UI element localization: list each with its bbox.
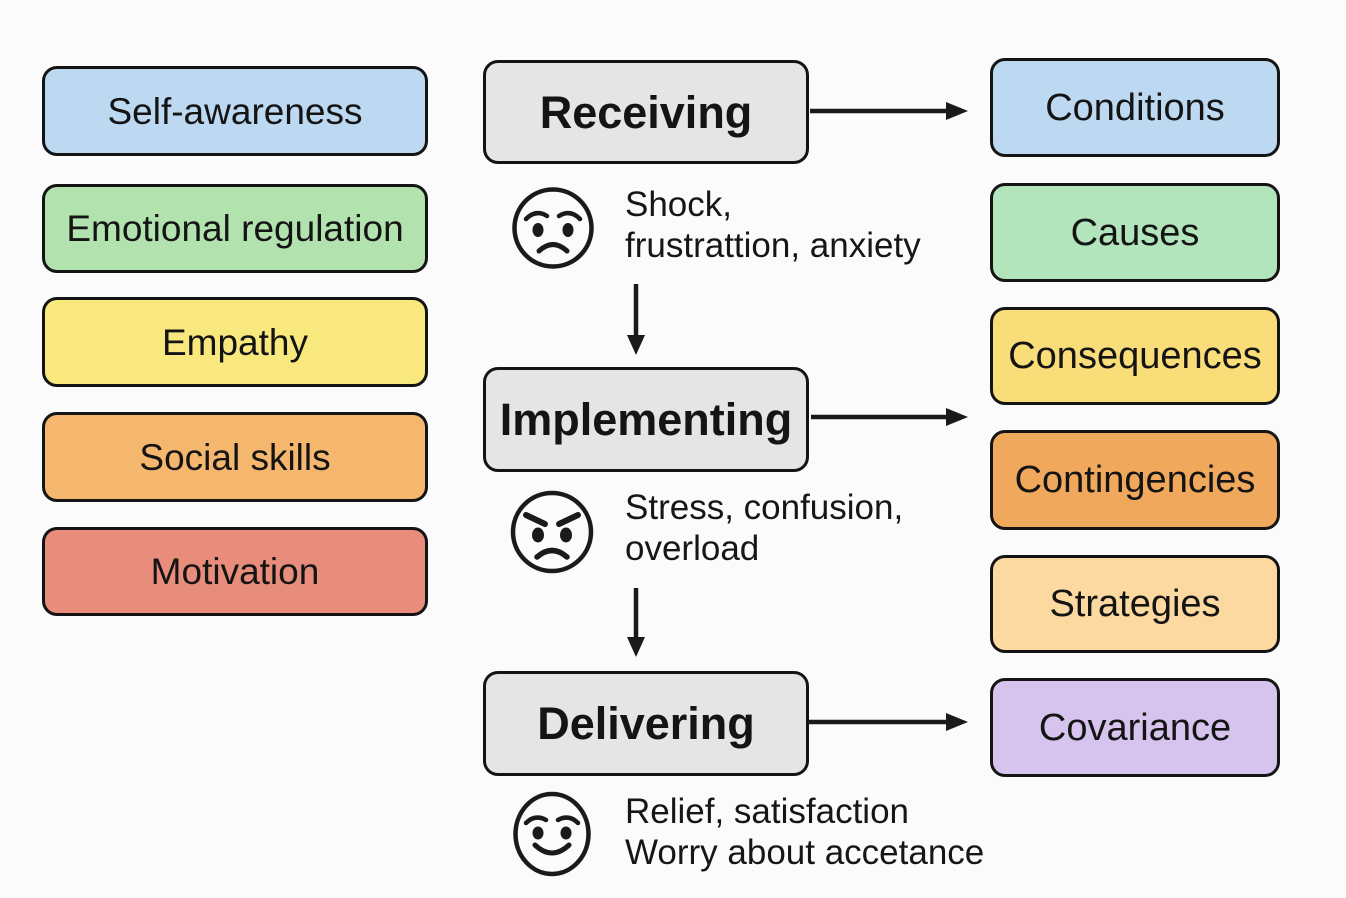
left-box-empathy: Empathy bbox=[42, 297, 428, 387]
emotion-line: Worry about accetance bbox=[625, 833, 985, 872]
emotion-line: frustrattion, anxiety bbox=[625, 226, 921, 265]
emotion-text-receiving: Shock, frustrattion, anxiety bbox=[625, 184, 921, 266]
right-box-contingencies: Contingencies bbox=[990, 430, 1280, 530]
right-box-causes: Causes bbox=[990, 183, 1280, 282]
arrow-receiving-to-conditions bbox=[810, 102, 968, 120]
arrow-implementing-to-delivering bbox=[627, 588, 645, 657]
angry-face-icon bbox=[510, 490, 594, 574]
arrow-delivering-to-covariance bbox=[808, 713, 968, 731]
emotion-line: Relief, satisfaction bbox=[625, 792, 910, 831]
right-box-covariance: Covariance bbox=[990, 678, 1280, 777]
right-box-strategies: Strategies bbox=[990, 555, 1280, 653]
left-box-self-awareness: Self-awareness bbox=[42, 66, 428, 156]
arrow-receiving-to-implementing bbox=[627, 284, 645, 355]
stage-box-receiving: Receiving bbox=[483, 60, 809, 164]
emotion-text-delivering: Relief, satisfaction Worry about accetan… bbox=[625, 791, 984, 873]
left-box-emotional-regulation: Emotional regulation bbox=[42, 184, 428, 273]
right-box-conditions: Conditions bbox=[990, 58, 1280, 157]
stage-box-delivering: Delivering bbox=[483, 671, 809, 776]
emotion-line: overload bbox=[625, 529, 760, 568]
stage-box-implementing: Implementing bbox=[483, 367, 809, 472]
happy-face-icon bbox=[513, 791, 591, 877]
emotion-line: Shock, bbox=[625, 185, 732, 224]
left-box-social-skills: Social skills bbox=[42, 412, 428, 502]
arrow-implementing-to-right bbox=[811, 408, 968, 426]
worried-face-icon bbox=[512, 187, 594, 269]
right-box-consequences: Consequences bbox=[990, 307, 1280, 405]
emotion-line: Stress, confusion, bbox=[625, 488, 904, 527]
emotion-text-implementing: Stress, confusion, overload bbox=[625, 487, 903, 569]
left-box-motivation: Motivation bbox=[42, 527, 428, 616]
